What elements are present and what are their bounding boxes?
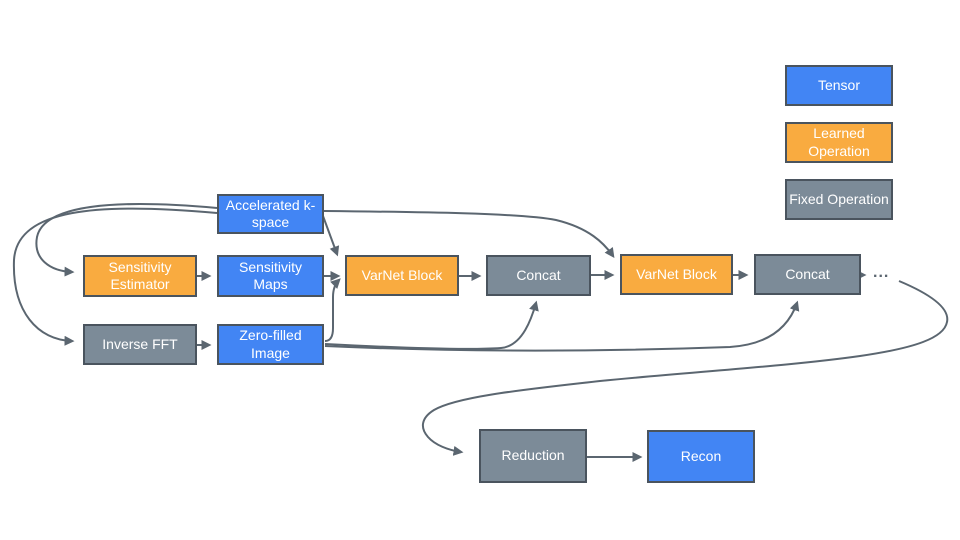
legend-label: Learned Operation bbox=[808, 125, 870, 159]
node-label: VarNet Block bbox=[636, 265, 717, 282]
node-reduction: Reduction bbox=[479, 429, 587, 483]
node-concat-2: Concat bbox=[754, 254, 861, 295]
node-varnet-block-1: VarNet Block bbox=[345, 255, 459, 296]
node-label: Concat bbox=[785, 265, 830, 282]
arrow-kspace-to-inverse-fft bbox=[12, 207, 218, 346]
legend-item-fixed-operation: Fixed Operation bbox=[785, 179, 893, 220]
legend-label: Tensor bbox=[817, 76, 861, 93]
arrow-ellipsis-to-reduction bbox=[421, 280, 949, 456]
node-sensitivity-estimator: Sensitivity Estimator bbox=[83, 255, 197, 297]
node-recon: Recon bbox=[647, 430, 755, 483]
node-label: Reduction bbox=[501, 447, 565, 464]
node-label: VarNet Block bbox=[361, 266, 443, 283]
node-label: Inverse FFT bbox=[102, 335, 178, 352]
arrow-zero-filled-to-varnet-block-1 bbox=[324, 278, 341, 342]
arrow-kspace-to-varnet-block-2 bbox=[322, 210, 615, 259]
node-varnet-block-2: VarNet Block bbox=[620, 254, 733, 295]
arrow-zero-filled-to-concat-1 bbox=[324, 300, 539, 350]
legend-item-tensor: Tensor bbox=[785, 65, 893, 106]
node-label: Zero-filled Image bbox=[239, 327, 302, 361]
legend-item-learned-operation: Learned Operation bbox=[785, 122, 893, 163]
arrow-zero-filled-to-concat-2 bbox=[324, 300, 800, 352]
node-inverse-fft: Inverse FFT bbox=[83, 324, 197, 365]
node-zero-filled-image: Zero-filled Image bbox=[217, 324, 324, 365]
node-label: Sensitivity Maps bbox=[238, 258, 303, 292]
node-label: Concat bbox=[516, 266, 561, 283]
node-sensitivity-maps: Sensitivity Maps bbox=[217, 255, 324, 297]
node-label: Sensitivity Estimator bbox=[108, 258, 172, 292]
continuation-ellipsis: ... bbox=[873, 264, 890, 281]
node-label: Accelerated k-space bbox=[225, 196, 316, 230]
node-concat-1: Concat bbox=[486, 255, 591, 296]
arrow-kspace-to-varnet-block-1 bbox=[322, 215, 340, 257]
arrow-kspace-to-sensitivity-estimator bbox=[35, 203, 218, 277]
legend-label: Fixed Operation bbox=[789, 190, 889, 207]
node-label: Recon bbox=[680, 447, 722, 464]
node-accelerated-k-space: Accelerated k-space bbox=[217, 194, 324, 234]
